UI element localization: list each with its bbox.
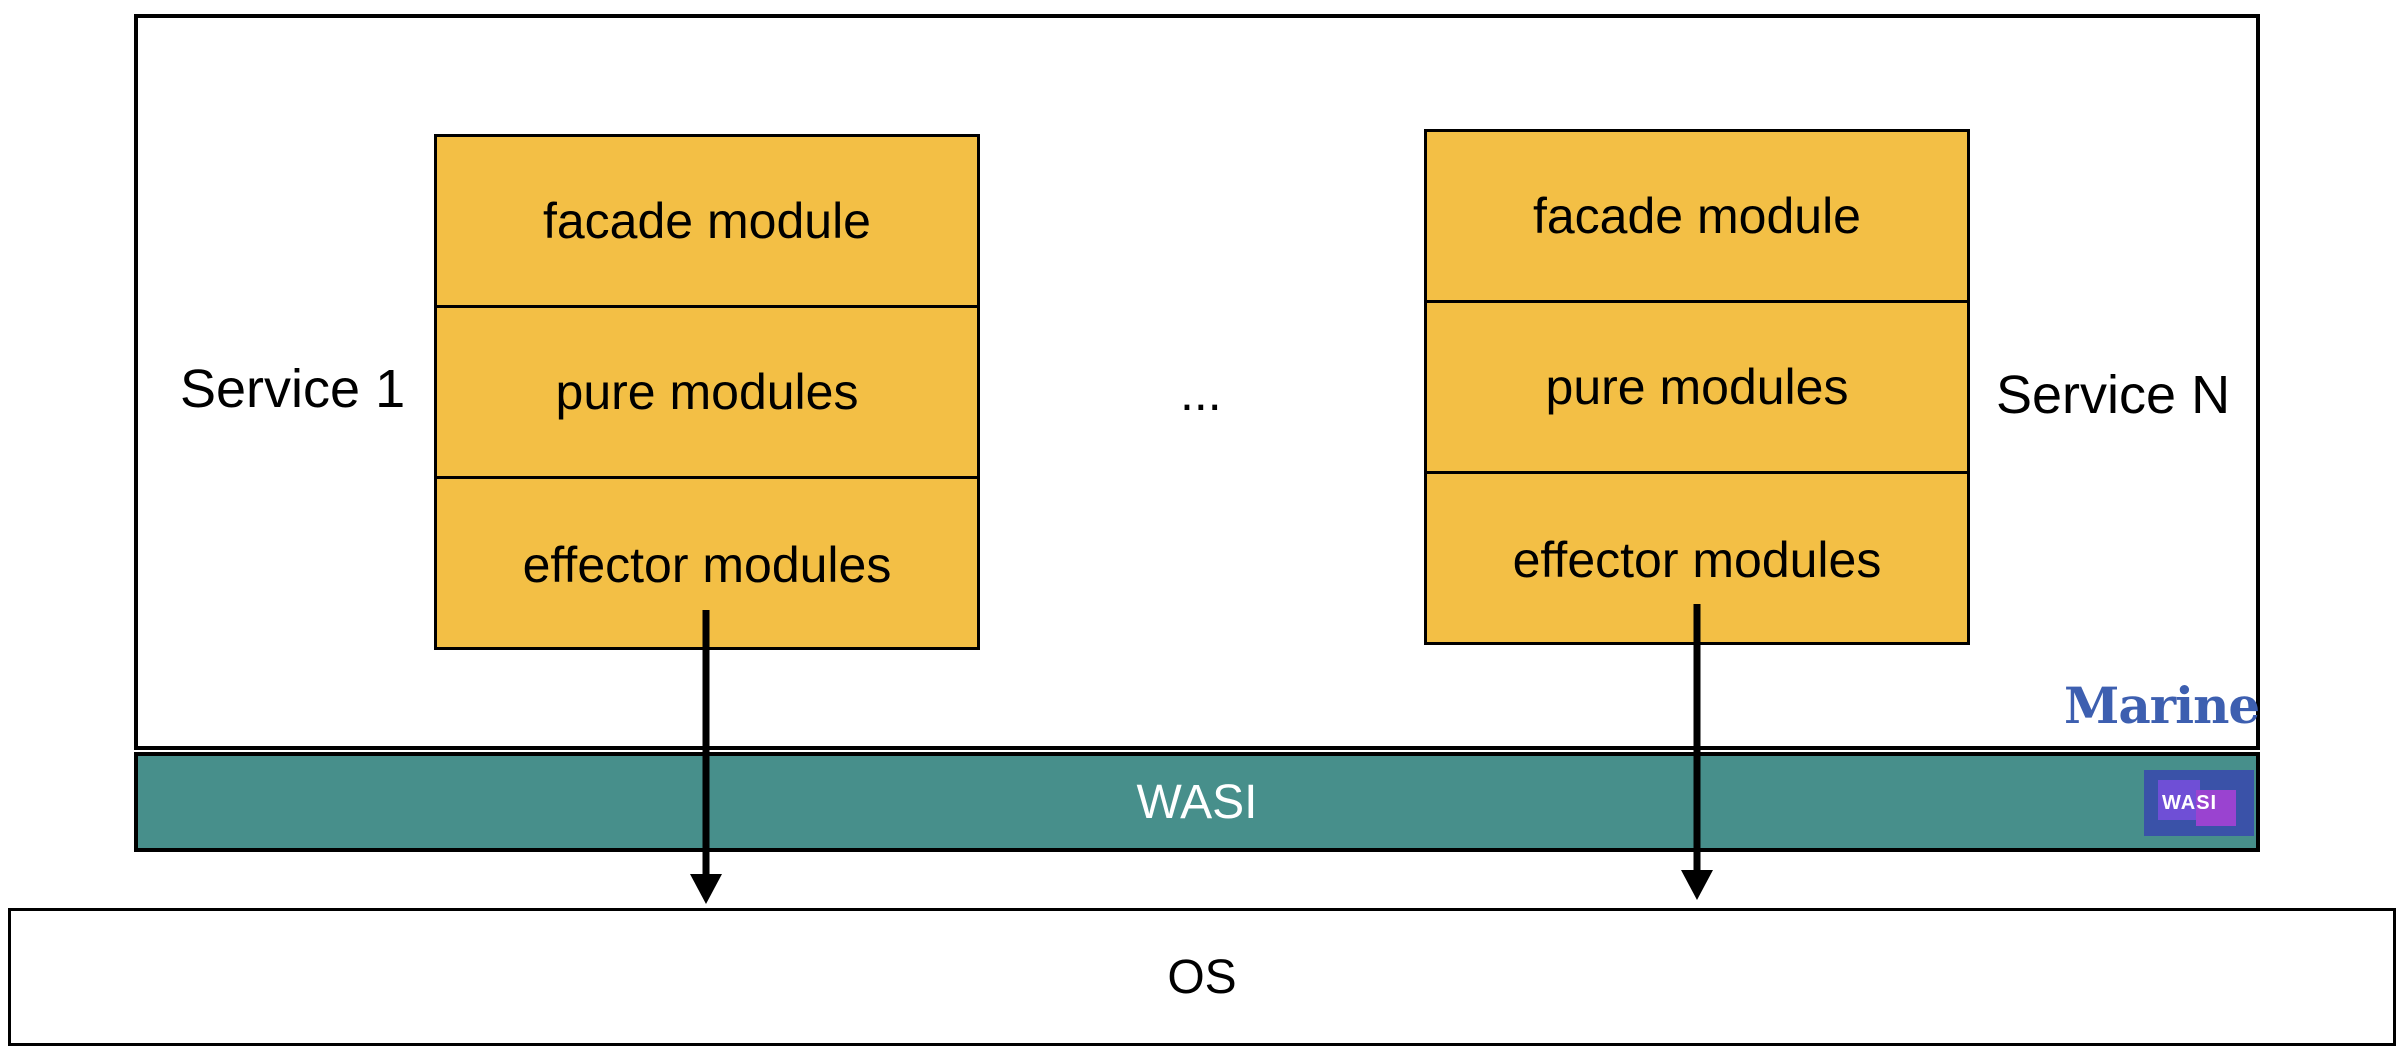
service-n-module-stack: facade module pure modules effector modu… (1424, 129, 1970, 645)
wasi-logo-icon: WASI (2144, 770, 2254, 836)
facade-module-block: facade module (437, 137, 977, 308)
facade-module-block: facade module (1427, 132, 1967, 303)
wasi-logo-square-left (2158, 780, 2200, 820)
service-1-arrowhead (690, 874, 722, 904)
pure-modules-block: pure modules (1427, 303, 1967, 474)
service-n-label: Service N (1996, 365, 2231, 425)
service-1-module-stack: facade module pure modules effector modu… (434, 134, 980, 650)
marine-logo: Marine (2064, 676, 2260, 735)
os-layer-box: OS (8, 908, 2396, 1046)
os-label: OS (1167, 950, 1237, 1004)
effector-modules-block: effector modules (1512, 531, 1882, 588)
effector-modules-block: effector modules (522, 536, 892, 593)
wasi-logo-text: WASI (2162, 792, 2218, 814)
more-services-ellipsis: ... (1180, 365, 1222, 421)
wasi-layer-bar: WASI (134, 752, 2260, 852)
pure-modules-block: pure modules (437, 308, 977, 479)
service-1-label: Service 1 (180, 359, 406, 419)
wasi-logo-square-right (2196, 790, 2236, 826)
wasi-label: WASI (1136, 775, 1258, 829)
service-n-arrowhead (1681, 870, 1713, 900)
